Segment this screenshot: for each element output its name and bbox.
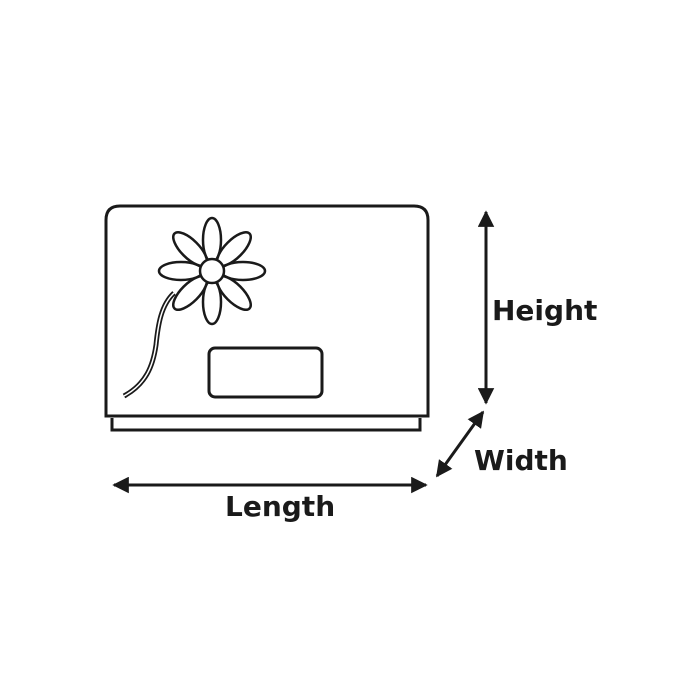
length-label: Length: [225, 490, 336, 523]
flower-center: [198, 257, 226, 285]
height-label: Height: [492, 294, 598, 327]
label-plate: [207, 346, 324, 399]
diagonal-arrow-icon: [435, 410, 485, 478]
flower-icon: [122, 216, 267, 399]
box-base: [110, 418, 422, 432]
box-front-face: [104, 204, 430, 418]
width-label: Width: [474, 444, 568, 477]
box-outline: [104, 204, 430, 432]
